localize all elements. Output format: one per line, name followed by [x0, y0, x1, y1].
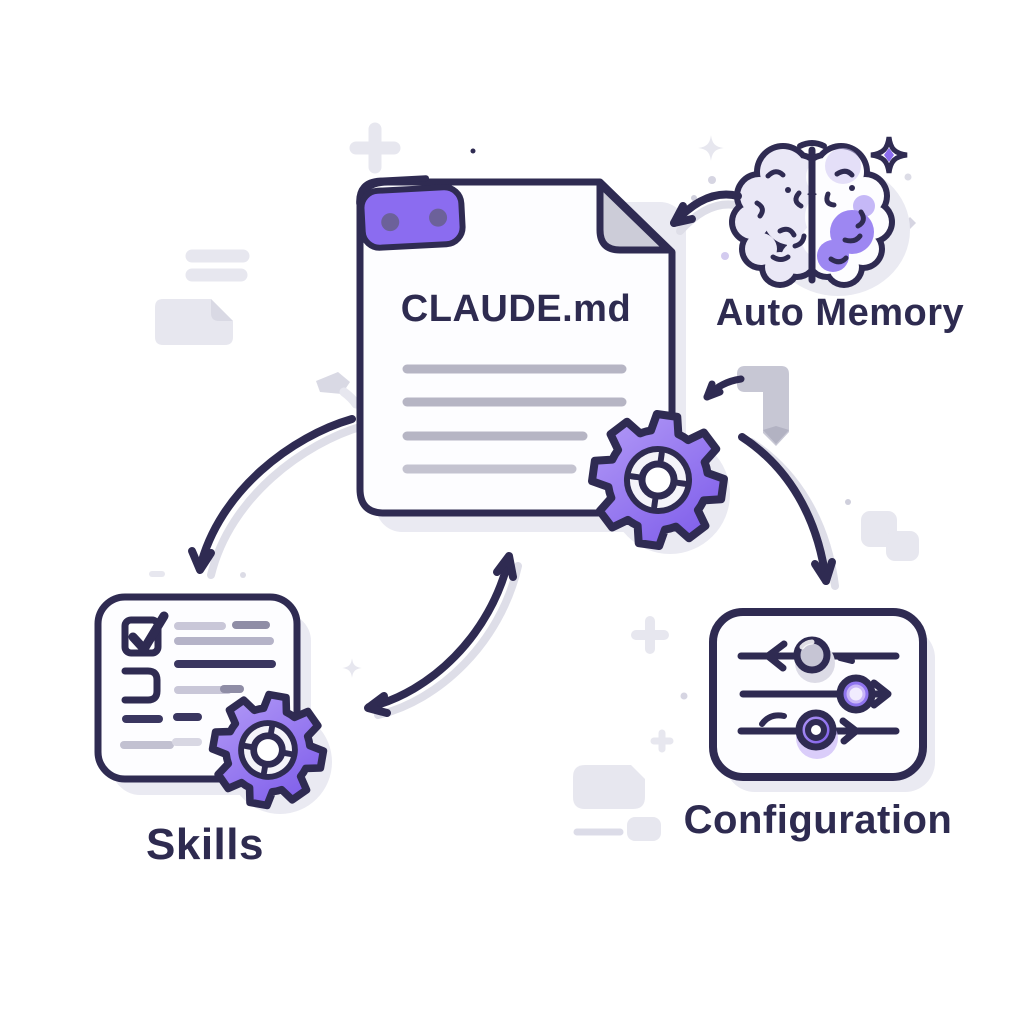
skills-label: Skills [146, 820, 264, 869]
arrow-ribbon-to-gear [703, 375, 745, 401]
document-title-label: CLAUDE.md [400, 288, 632, 330]
arrows [188, 190, 836, 717]
ribbon-7-decoration [737, 366, 789, 446]
auto-memory-label: Auto Memory [715, 292, 965, 334]
slider-row [737, 636, 900, 683]
open-checkbox [121, 667, 161, 704]
arrow-skills-document-bidirectional [364, 552, 517, 717]
document-text-lines [402, 364, 627, 474]
arrow-document-to-configuration [738, 433, 836, 585]
text-bars-decoration [185, 249, 250, 282]
arrow-memory-to-document [670, 190, 742, 227]
gray-star-icon [342, 658, 362, 678]
sliders-icon [709, 608, 927, 781]
slider-row [739, 674, 892, 714]
claude-md-document-icon [356, 175, 676, 517]
plus-sparkle-icon [349, 122, 674, 753]
document-tab [356, 175, 466, 251]
gear-icon [584, 406, 731, 553]
background-decorations [149, 122, 919, 841]
checklist-icon [94, 593, 301, 783]
checklist-lines [120, 621, 276, 749]
slider-row [737, 709, 900, 759]
rounded-squares-decoration [861, 511, 919, 561]
gray-star-icon [698, 135, 724, 161]
folded-corner [596, 180, 672, 254]
gear-icon [205, 687, 332, 814]
sparkle-star-icon [871, 137, 907, 173]
checked-checkbox [121, 611, 169, 657]
file-shape-decoration [155, 299, 233, 345]
configuration-label: Configuration [683, 798, 953, 842]
chat-bubbles-decoration [573, 765, 661, 841]
brain-icon [729, 140, 895, 288]
comet-dash-decoration [316, 372, 361, 409]
arrow-document-to-skills [188, 415, 356, 574]
